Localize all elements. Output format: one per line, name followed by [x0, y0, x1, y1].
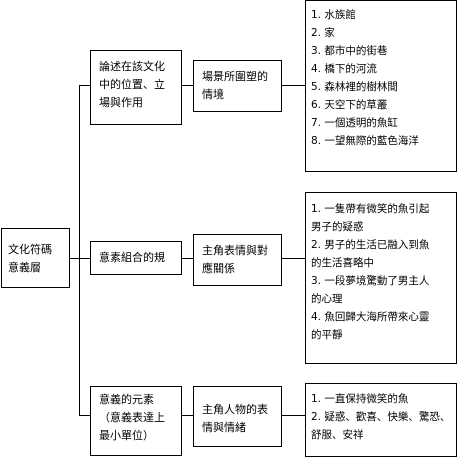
- list-item: 8. 一望無際的藍色海洋: [311, 135, 419, 147]
- level1-label-combination: 意素組合的規: [99, 251, 165, 264]
- connector-root-to-trunk: [69, 258, 79, 259]
- list-item: 1. 一直保持微笑的魚: [311, 393, 409, 405]
- list-item: 3. 都市中的街巷: [311, 45, 388, 57]
- level1-node-combination: 意素組合的規: [90, 241, 182, 275]
- level2-node-scene: 場景所圍塑的 情境: [193, 60, 282, 112]
- level2-label-emotion: 主角人物的表 情與情緒: [202, 403, 268, 434]
- level1-label-positioning: 論述在該文化 中的位置、立 場與作用: [99, 60, 165, 109]
- items-box-emotion: 1. 一直保持微笑的魚 2. 疑惑、歡喜、快樂、驚恐、 舒服、安祥: [305, 383, 457, 457]
- list-item: 1. 一隻帶有微笑的魚引起 男子的疑惑: [311, 203, 430, 233]
- level2-node-emotion: 主角人物的表 情與情緒: [193, 386, 282, 447]
- connector-row2-l2-to-items: [281, 258, 305, 259]
- connector-row1-l1-to-l2: [181, 85, 193, 86]
- level1-node-elements: 意義的元素 （意義表達上 最小單位）: [90, 386, 182, 456]
- connector-trunk-to-row1: [79, 85, 90, 86]
- list-item: 6. 天空下的草叢: [311, 99, 388, 111]
- connector-row3-l1-to-l2: [181, 415, 193, 416]
- list-item: 2. 家: [311, 27, 335, 39]
- expression-list: 1. 一隻帶有微笑的魚引起 男子的疑惑 2. 男子的生活已融入到魚 的生活喜略中…: [311, 200, 456, 344]
- connector-trunk-vertical: [79, 85, 80, 415]
- level2-label-scene: 場景所圍塑的 情境: [202, 70, 268, 101]
- connector-row3-l2-to-items: [281, 415, 305, 416]
- list-item: 3. 一段夢境驚動了男主人 的心理: [311, 275, 430, 305]
- list-item: 2. 疑惑、歡喜、快樂、驚恐、 舒服、安祥: [311, 411, 451, 441]
- list-item: 7. 一個透明的魚缸: [311, 117, 398, 129]
- list-item: 1. 水族館: [311, 9, 356, 21]
- level1-label-elements: 意義的元素 （意義表達上 最小單位）: [99, 393, 165, 442]
- connector-trunk-to-row3: [79, 415, 90, 416]
- connector-row2-l1-to-l2: [181, 258, 193, 259]
- list-item: 4. 魚回歸大海所帶來心靈 的平靜: [311, 311, 430, 341]
- items-box-scenes: 1. 水族館 2. 家 3. 都市中的街巷 4. 橋下的河流 5. 森林裡的樹林…: [305, 0, 457, 172]
- level1-node-positioning: 論述在該文化 中的位置、立 場與作用: [90, 50, 182, 125]
- level2-node-expression: 主角表情與對 應關係: [193, 234, 282, 286]
- list-item: 4. 橋下的河流: [311, 63, 377, 75]
- connector-trunk-to-row2: [79, 258, 90, 259]
- level2-label-expression: 主角表情與對 應關係: [202, 244, 268, 275]
- scene-list: 1. 水族館 2. 家 3. 都市中的街巷 4. 橋下的河流 5. 森林裡的樹林…: [311, 6, 456, 150]
- list-item: 2. 男子的生活已融入到魚 的生活喜略中: [311, 239, 430, 269]
- root-label: 文化符碼 意義層: [8, 243, 52, 274]
- emotion-list: 1. 一直保持微笑的魚 2. 疑惑、歡喜、快樂、驚恐、 舒服、安祥: [311, 390, 456, 444]
- root-node: 文化符碼 意義層: [1, 228, 70, 288]
- list-item: 5. 森林裡的樹林間: [311, 81, 398, 93]
- items-box-expression: 1. 一隻帶有微笑的魚引起 男子的疑惑 2. 男子的生活已融入到魚 的生活喜略中…: [305, 192, 457, 364]
- connector-row1-l2-to-items: [281, 85, 305, 86]
